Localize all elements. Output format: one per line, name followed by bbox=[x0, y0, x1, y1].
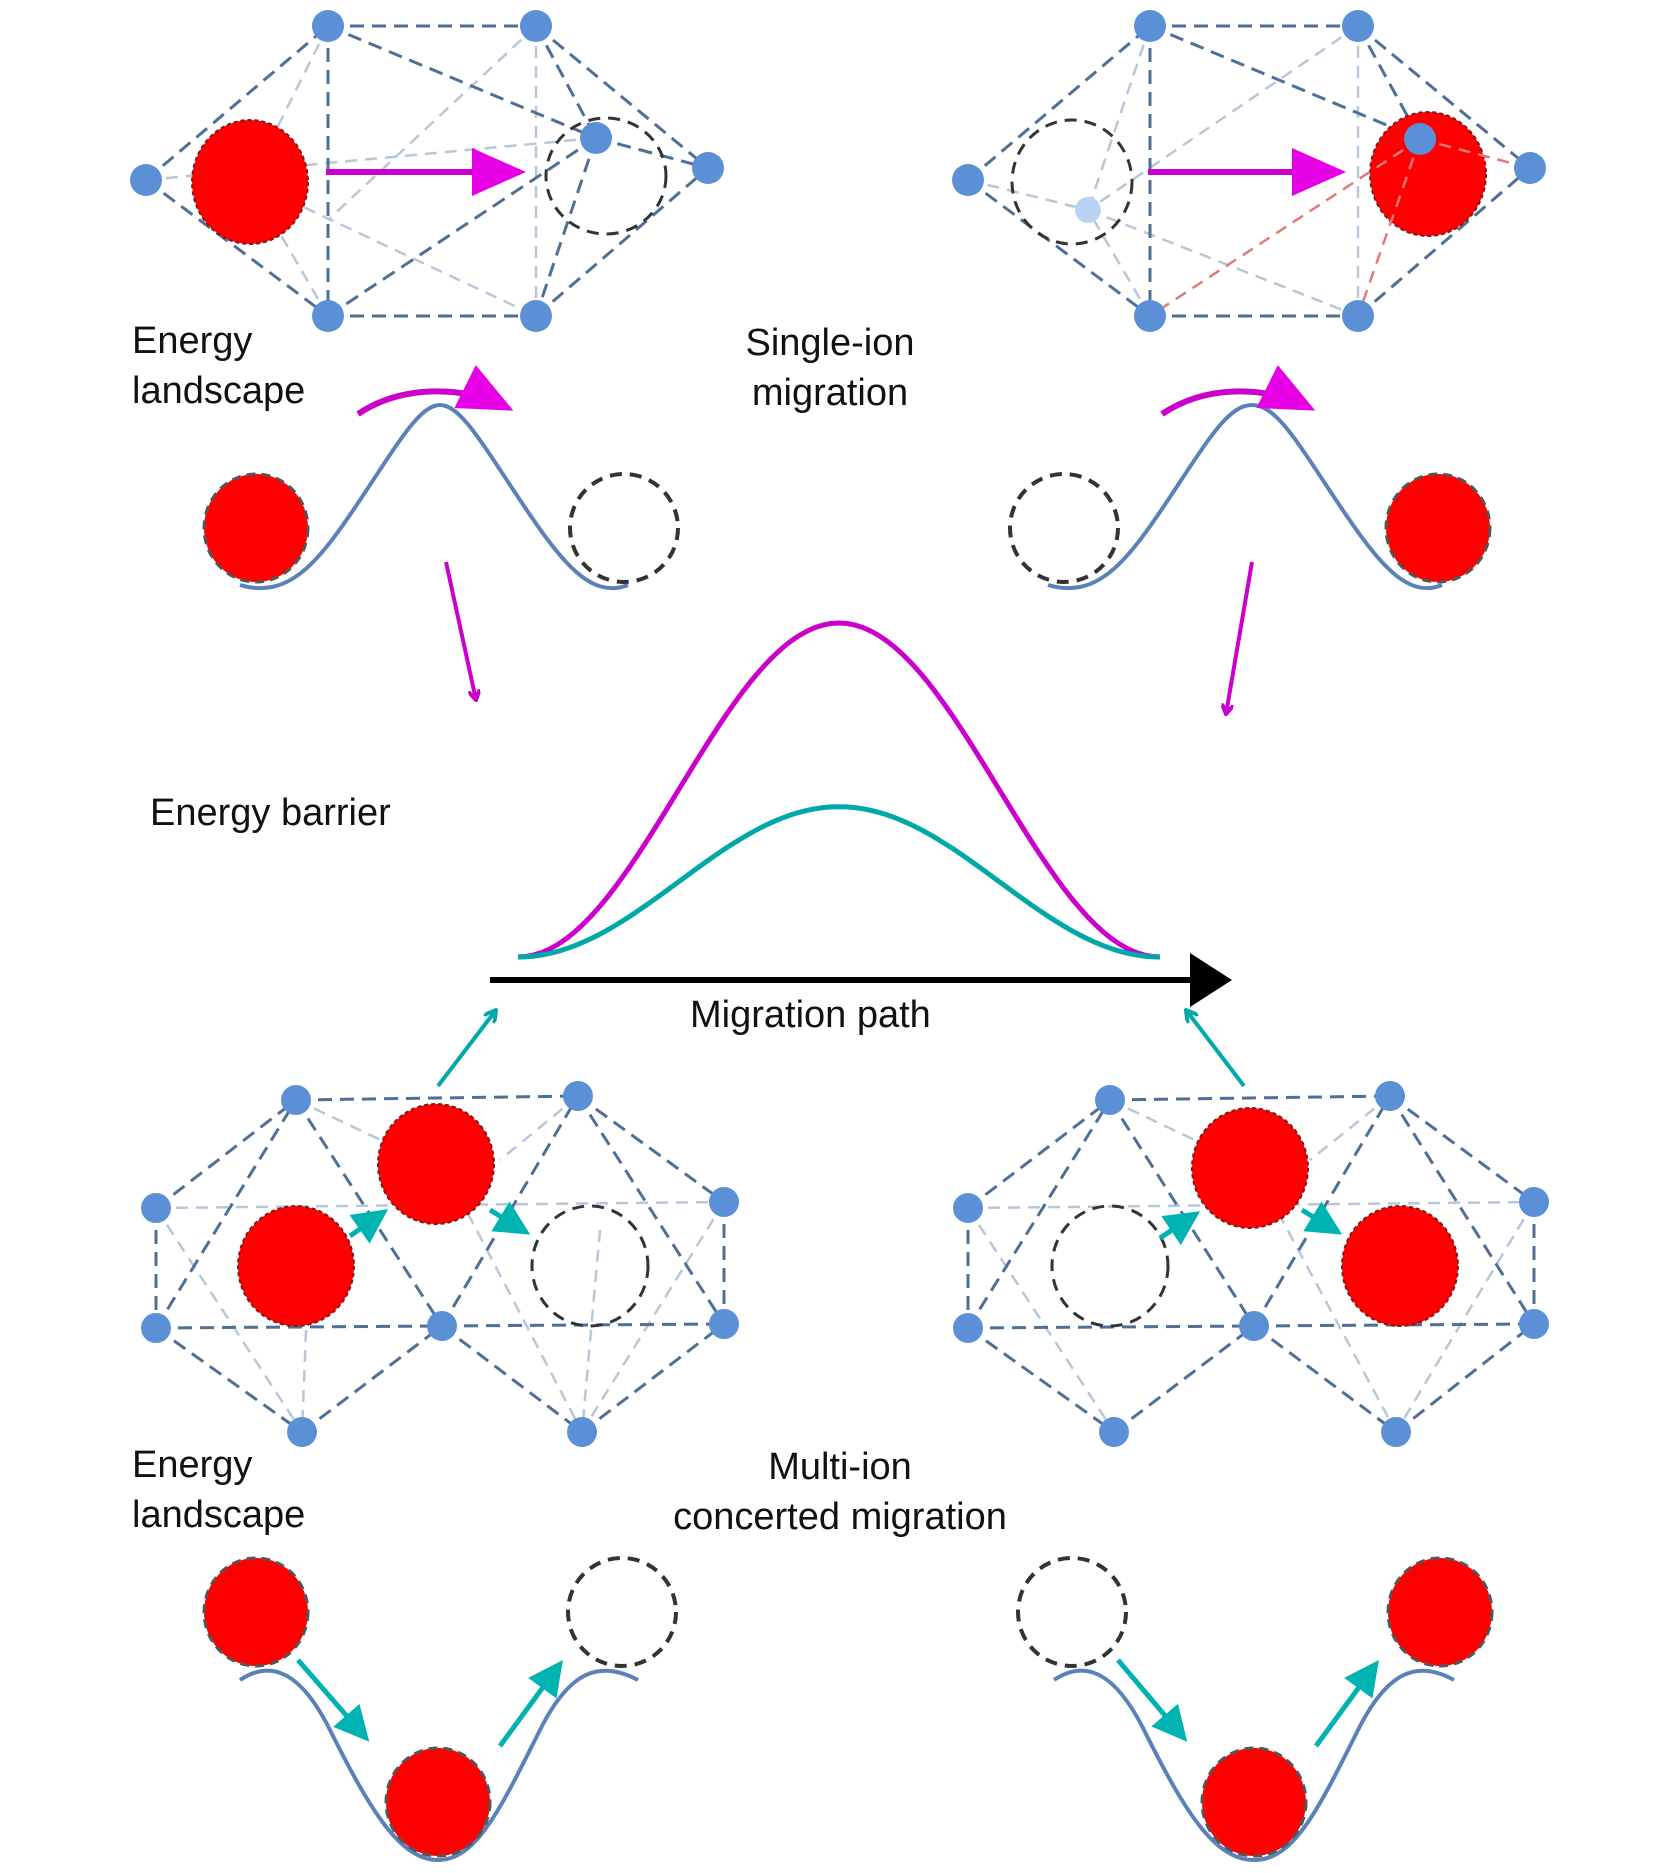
lithium-ion bbox=[1341, 1205, 1459, 1327]
lithium-ion bbox=[202, 472, 310, 584]
single-ion-to-barrier-arrow-left bbox=[444, 561, 476, 700]
lattice-nodes bbox=[953, 1081, 1549, 1447]
single-ion-label: Single-ion migration bbox=[730, 318, 930, 418]
single-ion-landscape-right bbox=[1008, 365, 1492, 591]
multi-ion-to-barrier-arrow-right bbox=[1186, 1010, 1246, 1088]
lithium-ion bbox=[1200, 1746, 1308, 1858]
single-ion-barrier-curve bbox=[517, 620, 1161, 960]
concerted-arrow bbox=[1300, 1201, 1343, 1235]
multi-ion-landscape-right bbox=[1016, 1556, 1494, 1863]
vacancy-site bbox=[1016, 1556, 1128, 1668]
concerted-arrow bbox=[1116, 1658, 1188, 1742]
single-ion-initial-lattice bbox=[130, 10, 724, 332]
lithium-ion bbox=[1384, 472, 1492, 584]
vacancy-site bbox=[566, 1556, 678, 1668]
multi-ion-label: Multi-ion concerted migration bbox=[640, 1442, 1040, 1542]
lithium-ion bbox=[377, 1103, 495, 1225]
hop-arrow bbox=[1160, 365, 1316, 417]
concerted-arrow bbox=[497, 1659, 563, 1748]
label-line: concerted migration bbox=[673, 1496, 1007, 1538]
lattice-nodes bbox=[130, 10, 724, 332]
energy-landscape-curve bbox=[1047, 402, 1443, 591]
vacancy-site bbox=[544, 116, 668, 236]
single-ion-final-lattice bbox=[952, 10, 1546, 332]
concerted-arrow bbox=[296, 1658, 370, 1742]
lithium-ion bbox=[1369, 111, 1487, 237]
hop-arrow bbox=[356, 365, 514, 417]
lithium-ion bbox=[1191, 1107, 1309, 1229]
faded-node bbox=[1075, 197, 1101, 223]
lithium-ion bbox=[1386, 1556, 1494, 1668]
vacancy-site bbox=[568, 472, 680, 584]
lithium-ion bbox=[202, 1556, 310, 1668]
lithium-ion bbox=[191, 119, 309, 245]
vacancy-site bbox=[1050, 1204, 1170, 1328]
multi-ion-to-barrier-arrow-left bbox=[436, 1010, 496, 1088]
single-ion-landscape-left bbox=[202, 365, 680, 591]
label-line: Single-ion bbox=[745, 322, 915, 364]
lithium-ion bbox=[384, 1746, 492, 1858]
label-line: landscape bbox=[132, 370, 306, 412]
multi-ion-landscape-left bbox=[202, 1556, 678, 1863]
label-line: Energy bbox=[132, 320, 253, 362]
single-ion-to-barrier-arrow-right bbox=[1226, 561, 1254, 714]
concerted-arrow bbox=[1313, 1659, 1379, 1748]
bottom-left-landscape-label: Energy landscape bbox=[132, 1440, 305, 1540]
lattice-edges-dark bbox=[145, 24, 709, 318]
energy-barrier-label: Energy barrier bbox=[150, 792, 391, 834]
energy-landscape-curve bbox=[239, 402, 629, 591]
concerted-arrow bbox=[488, 1201, 531, 1235]
lattice-nodes bbox=[141, 1081, 739, 1447]
label-line: Multi-ion bbox=[768, 1446, 912, 1488]
top-left-landscape-label: Energy landscape bbox=[132, 316, 305, 416]
multi-ion-barrier-curve bbox=[517, 804, 1161, 960]
vacancy-site bbox=[530, 1204, 650, 1328]
concerted-arrow bbox=[1158, 1211, 1201, 1246]
energy-barrier-plot bbox=[490, 620, 1232, 1007]
label-line: landscape bbox=[132, 1494, 306, 1536]
energy-landscape-curve bbox=[1052, 1668, 1455, 1863]
label-line: Energy bbox=[132, 1444, 253, 1486]
multi-ion-final-lattice bbox=[953, 1081, 1549, 1447]
vacancy-site bbox=[1010, 118, 1134, 246]
lattice-edges-light bbox=[967, 24, 1360, 318]
lattice-edges-over-ion bbox=[1149, 137, 1531, 318]
label-line: migration bbox=[751, 372, 909, 414]
multi-ion-initial-lattice bbox=[141, 1081, 739, 1447]
migration-path-label: Migration path bbox=[690, 994, 931, 1036]
vacancy-site bbox=[1008, 472, 1120, 584]
concerted-arrow bbox=[348, 1209, 389, 1244]
lattice-nodes bbox=[952, 10, 1546, 332]
lithium-ion bbox=[237, 1205, 355, 1327]
